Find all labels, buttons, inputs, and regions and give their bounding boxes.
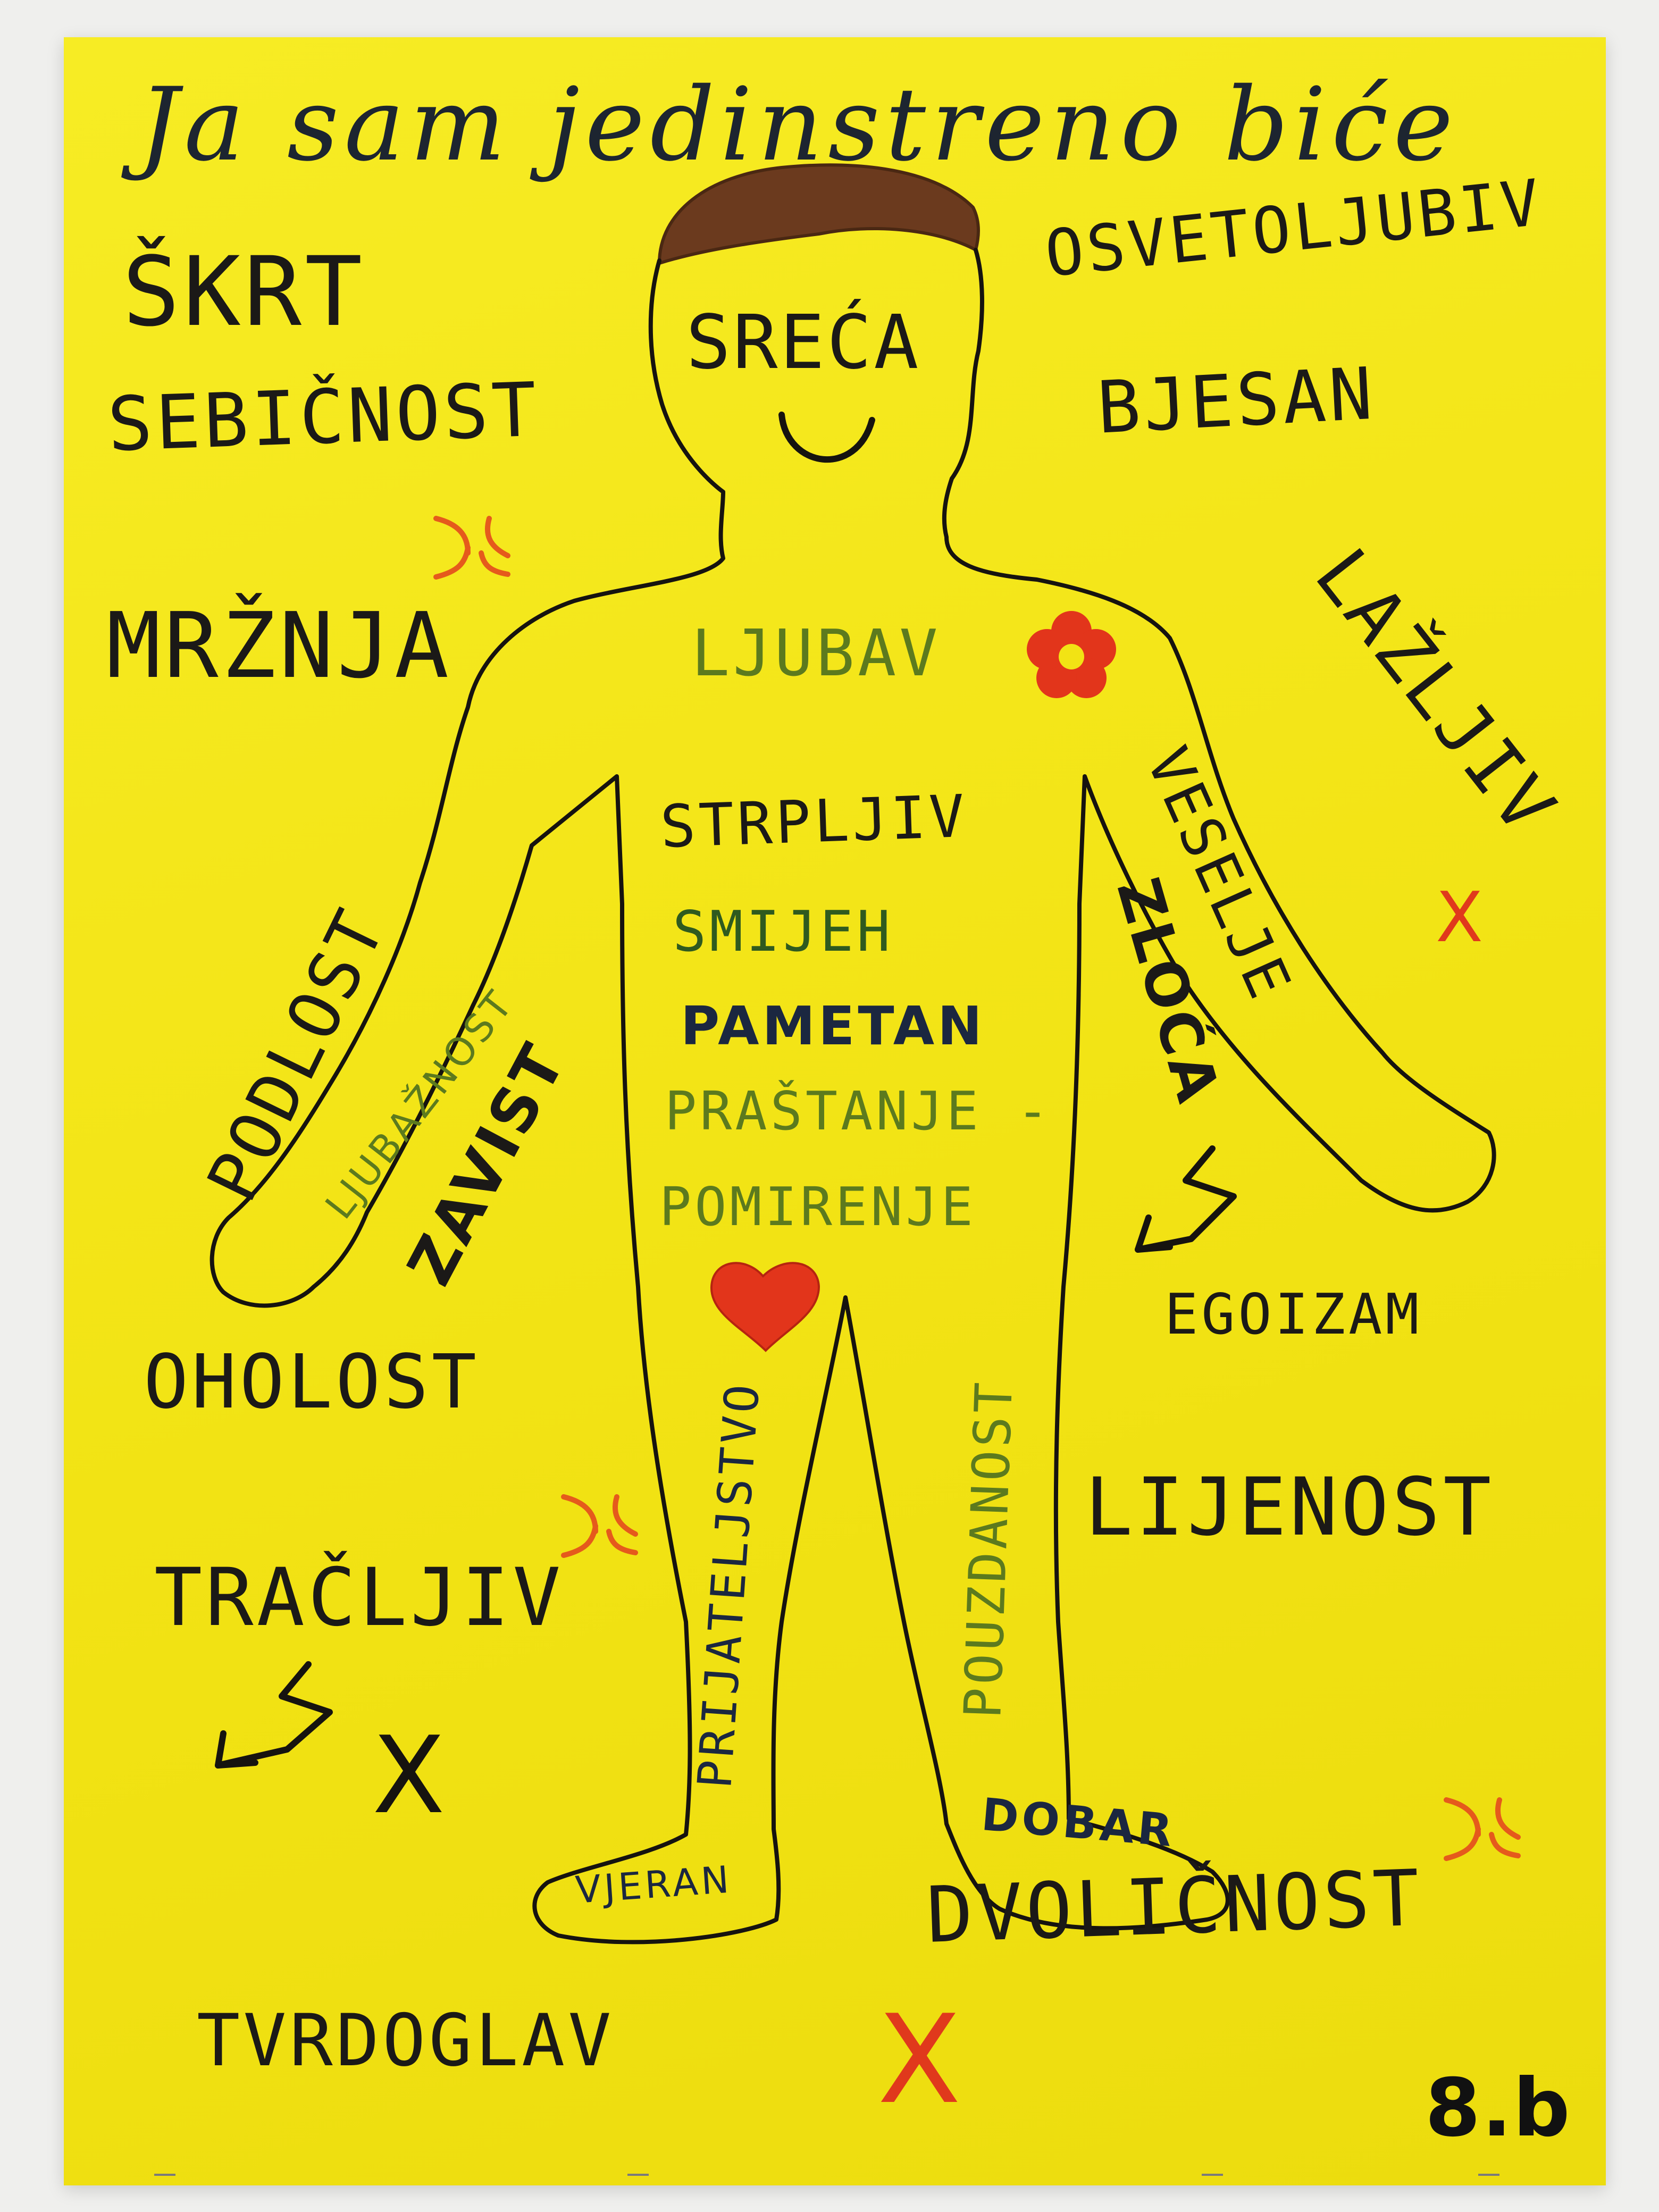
torso-word: STRPLJIV	[659, 782, 969, 861]
outside-word: MRŽNJA	[106, 593, 453, 699]
outside-word: ŠKRT	[122, 237, 366, 348]
anger-symbol-icon	[1444, 1797, 1521, 1861]
class-label: 8.b	[1425, 2062, 1571, 2155]
outside-word: SEBIČNOST	[106, 366, 541, 468]
hair-shape	[657, 163, 980, 266]
chest-word: LJUBAV	[691, 617, 941, 691]
head-outline	[210, 248, 1496, 1945]
torso-word: PAMETAN	[681, 995, 985, 1057]
right-leg-word: POUZDANOST	[953, 1378, 1025, 1720]
flower-icon	[1027, 611, 1116, 698]
outside-word: OHOLOST	[144, 1339, 480, 1426]
outside-word: EGOIZAM	[1164, 1282, 1422, 1347]
outside-word: LIJENOST	[1085, 1461, 1495, 1554]
head-word: SREĆA	[686, 299, 921, 386]
anger-symbol-icon	[433, 516, 510, 580]
outside-word: DVOLIČNOST	[925, 1853, 1424, 1960]
outside-word: TVRDOGLAV	[197, 1999, 615, 2082]
cross-mark: X	[372, 1714, 446, 1838]
left-foot-word: VJERAN	[574, 1857, 734, 1912]
anger-symbol-icon	[561, 1494, 638, 1558]
lightning-arrow-icon	[215, 1661, 333, 1769]
yellow-poster	[64, 37, 1606, 2185]
torso-word: SMIJEH	[673, 899, 894, 964]
poster-title: Ja sam jedinstreno biće	[138, 66, 1459, 183]
torso-word: POMIRENJE	[659, 1176, 976, 1238]
smile-line	[778, 412, 875, 463]
torso-word: PRAŠTANJE -	[665, 1080, 1052, 1142]
cross-mark: X	[877, 1989, 961, 2131]
cross-mark: X	[1436, 877, 1484, 958]
heart-icon	[710, 1262, 820, 1352]
outside-word: TRAČLJIV	[154, 1552, 564, 1644]
outside-word: BJESAN	[1095, 351, 1378, 450]
lightning-arrow-icon	[1135, 1145, 1237, 1253]
